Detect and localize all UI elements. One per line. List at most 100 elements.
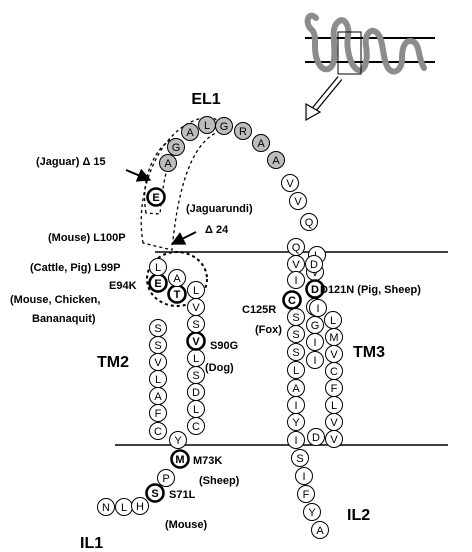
residue-letter: I bbox=[294, 435, 297, 447]
residue-el1: V bbox=[282, 175, 299, 192]
residue-letter: D bbox=[312, 432, 320, 444]
residue-tm2: C bbox=[150, 423, 167, 440]
residue-letter: I bbox=[294, 400, 297, 412]
jaguar-arrow bbox=[126, 170, 150, 180]
residue-tm3: I bbox=[288, 397, 305, 414]
jaguarundi-arrow bbox=[172, 232, 196, 244]
residue-tm3: D bbox=[308, 429, 325, 446]
residue-letter: L bbox=[204, 120, 210, 132]
residue-letter: C bbox=[192, 421, 200, 433]
residue-letter: V bbox=[292, 259, 300, 271]
residue-letter: L bbox=[155, 374, 161, 386]
residue-letter: L bbox=[193, 285, 199, 297]
annotation-s71l: S71L bbox=[169, 489, 196, 501]
residue-letter: Y bbox=[292, 417, 300, 429]
residue-letter: D bbox=[311, 284, 319, 296]
residue-letter: D bbox=[310, 259, 318, 271]
residue-tm2: S bbox=[150, 320, 167, 337]
annotation-dog: (Dog) bbox=[205, 362, 234, 374]
region-label-el1: EL1 bbox=[191, 91, 220, 108]
residue-tm2: L bbox=[188, 282, 205, 299]
region-label-tm2: TM2 bbox=[97, 354, 129, 371]
residue-letter: V bbox=[330, 434, 338, 446]
residue-letter: L bbox=[155, 262, 161, 274]
residue-el1: Q bbox=[301, 214, 318, 231]
residue-tm2: C bbox=[188, 418, 205, 435]
residue-letter: E bbox=[154, 278, 161, 290]
residue-tm2: T bbox=[169, 286, 186, 303]
residue-letter: S bbox=[154, 340, 161, 352]
residue-letter: G bbox=[220, 121, 229, 133]
residue-tm3: S bbox=[288, 344, 305, 361]
residue-letter: V bbox=[294, 196, 302, 208]
residue-tm2: D bbox=[188, 384, 205, 401]
residue-tm3: V bbox=[326, 414, 343, 431]
residue-tm3: L bbox=[326, 397, 343, 414]
residue-letter: Q bbox=[292, 242, 301, 254]
residue-il1: P bbox=[158, 470, 175, 487]
residue-tm2: V bbox=[150, 354, 167, 371]
residue-letter: I bbox=[313, 355, 316, 367]
residue-el1: G bbox=[216, 118, 233, 135]
residue-letter: V bbox=[330, 417, 338, 429]
residue-il1: S bbox=[147, 485, 164, 502]
annotation-mouse-chicken: (Mouse, Chicken, bbox=[10, 294, 100, 306]
residue-tm3: D bbox=[306, 256, 323, 273]
residue-tm3: F bbox=[326, 380, 343, 397]
residue-letter: F bbox=[331, 383, 338, 395]
residue-el1: A bbox=[160, 155, 177, 172]
residue-tm2: L bbox=[150, 259, 167, 276]
residue-tm2: E bbox=[150, 275, 167, 292]
residue-tm3: S bbox=[288, 309, 305, 326]
residue-letter: S bbox=[292, 347, 299, 359]
residue-el1: R bbox=[235, 123, 252, 140]
inset-pointer-arrow-icon bbox=[306, 78, 340, 120]
annotation-bananaquit: Bananaquit) bbox=[32, 313, 96, 325]
residue-tm3: Y bbox=[288, 414, 305, 431]
residue-tm3: C bbox=[284, 292, 301, 309]
residue-letter: V bbox=[192, 336, 200, 348]
residue-tm3: I bbox=[310, 300, 327, 317]
residue-letter: M bbox=[175, 454, 184, 466]
residue-tm3: I bbox=[307, 334, 324, 351]
residue-tm3: C bbox=[326, 363, 343, 380]
residue-letter: P bbox=[162, 473, 169, 485]
residue-tm3: I bbox=[307, 352, 324, 369]
residue-letter: A bbox=[186, 127, 194, 139]
residue-il1: M bbox=[172, 451, 189, 468]
residue-il1: H bbox=[132, 498, 149, 515]
residue-letter: R bbox=[239, 126, 247, 138]
region-label-il1: IL1 bbox=[80, 535, 103, 552]
residue-tm3: I bbox=[288, 432, 305, 449]
residue-letter: L bbox=[193, 353, 199, 365]
residue-el1: L bbox=[199, 117, 216, 134]
residue-tm3: A bbox=[288, 380, 305, 397]
residue-letter: S bbox=[192, 319, 199, 331]
annotation-jaguarundi: (Jaguarundi) bbox=[186, 203, 253, 215]
residue-letter: A bbox=[292, 383, 300, 395]
annotation-mouse-s71l: (Mouse) bbox=[165, 519, 208, 531]
annotation-fox: (Fox) bbox=[255, 324, 282, 336]
residue-tm2: L bbox=[188, 401, 205, 418]
residue-letter: F bbox=[303, 489, 310, 501]
residue-letter: A bbox=[257, 138, 265, 150]
residue-tm3: L bbox=[325, 312, 342, 329]
annotation-mouse-l100p: (Mouse) L100P bbox=[48, 232, 126, 244]
residue-tm3: L bbox=[288, 362, 305, 379]
residue-tm2: V bbox=[188, 333, 205, 350]
residue-letter: Y bbox=[308, 507, 316, 519]
residue-letter: L bbox=[330, 315, 336, 327]
residue-letter: S bbox=[154, 323, 161, 335]
residue-letter: N bbox=[102, 502, 110, 514]
residue-letter: T bbox=[174, 289, 181, 301]
residue-letter: I bbox=[313, 337, 316, 349]
residue-letter: I bbox=[302, 471, 305, 483]
residue-tm2: A bbox=[169, 270, 186, 287]
residue-tm3: I bbox=[288, 272, 305, 289]
residue-letter: L bbox=[293, 365, 299, 377]
membrane-inset-icon bbox=[305, 16, 435, 120]
residue-letter: A bbox=[272, 155, 280, 167]
residue-tm2: F bbox=[150, 405, 167, 422]
residue-letter: Y bbox=[174, 435, 182, 447]
residue-letter: C bbox=[288, 295, 296, 307]
